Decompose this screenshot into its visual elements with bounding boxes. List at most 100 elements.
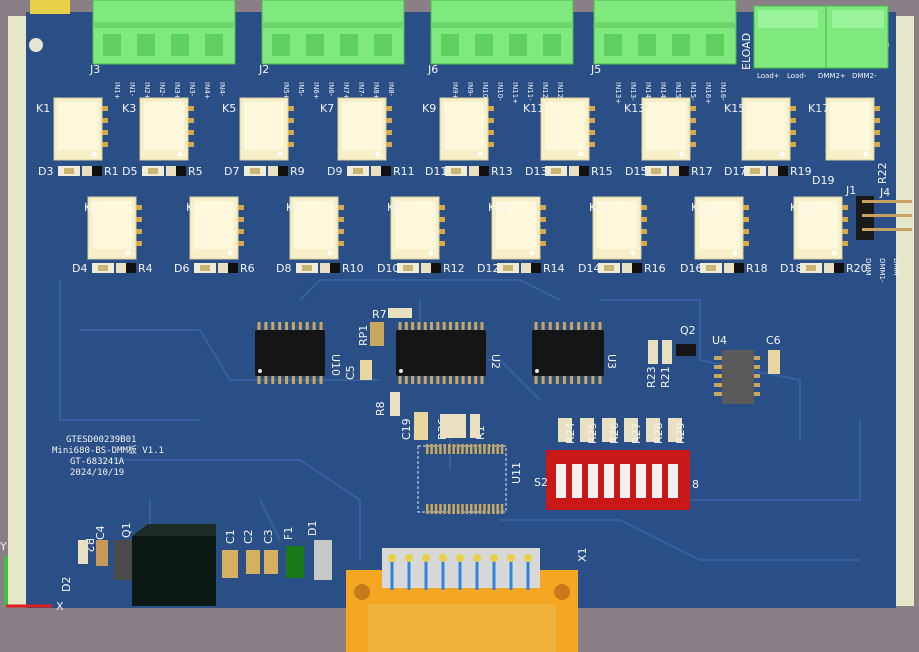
relay-k14[interactable]: K14: [691, 196, 749, 260]
resistor-body[interactable]: [381, 166, 391, 176]
resistor-body[interactable]: [126, 263, 136, 273]
ic-u3[interactable]: U3: [532, 322, 618, 384]
relay-k5[interactable]: K5: [222, 97, 294, 161]
dip-toggle[interactable]: [588, 464, 598, 498]
terminal-block-j5[interactable]: J5IN13+IN13-IN14+IN14-IN15+IN15-IN16+IN1…: [590, 0, 737, 104]
relay-k16[interactable]: K16: [790, 196, 848, 260]
resistor-body[interactable]: [579, 166, 589, 176]
inductor-body[interactable]: [132, 536, 216, 606]
c4-body[interactable]: [96, 540, 108, 566]
r8-body[interactable]: [390, 392, 400, 416]
relay-k11[interactable]: K11: [523, 97, 595, 161]
relay-k4[interactable]: K4: [186, 196, 244, 260]
relay-k10[interactable]: K10: [488, 196, 546, 260]
resistor-body[interactable]: [479, 166, 489, 176]
d1-body[interactable]: [314, 540, 332, 580]
c5-body[interactable]: [360, 360, 372, 380]
relay-k8[interactable]: K8: [387, 196, 445, 260]
relay-k2[interactable]: K2: [84, 196, 142, 260]
ic-u10[interactable]: U10: [255, 322, 342, 384]
relay-k1[interactable]: K1: [36, 97, 108, 161]
ic-body[interactable]: [722, 350, 754, 404]
dip-toggle[interactable]: [556, 464, 566, 498]
dip-toggle[interactable]: [620, 464, 630, 498]
relay-k17[interactable]: K17: [808, 97, 880, 161]
dip-toggle[interactable]: [636, 464, 646, 498]
ic-body[interactable]: [532, 330, 604, 376]
resistor-body[interactable]: [431, 263, 441, 273]
dip-toggle[interactable]: [652, 464, 662, 498]
rp1-body[interactable]: [370, 322, 384, 346]
dip-toggle[interactable]: [604, 464, 614, 498]
r36-body[interactable]: [440, 414, 466, 438]
r1b-body[interactable]: [470, 414, 480, 438]
pin-header-j1[interactable]: [856, 196, 912, 240]
relay-k9[interactable]: K9: [422, 97, 494, 161]
f1-body[interactable]: [286, 546, 304, 578]
c19-body[interactable]: [414, 412, 428, 440]
ic-u11[interactable]: U11: [417, 444, 523, 514]
dip-body[interactable]: [546, 450, 690, 510]
r23-body[interactable]: [648, 340, 658, 364]
c2-body[interactable]: [246, 550, 260, 574]
relay-k7[interactable]: K7: [320, 97, 392, 161]
resistor-body[interactable]: [176, 166, 186, 176]
dip-toggle[interactable]: [668, 464, 678, 498]
resistor-bank-body[interactable]: [580, 418, 594, 442]
resistor-body[interactable]: [834, 263, 844, 273]
resistor-body[interactable]: [228, 263, 238, 273]
q2-body[interactable]: [676, 344, 696, 356]
c1-body[interactable]: [222, 550, 238, 578]
relay-k6[interactable]: K6: [286, 196, 344, 260]
resistor-body[interactable]: [330, 263, 340, 273]
r2-body[interactable]: [78, 540, 88, 564]
resistor-body[interactable]: [679, 166, 689, 176]
r21-body[interactable]: [662, 340, 672, 364]
resistor-body[interactable]: [278, 166, 288, 176]
resistor-body[interactable]: [632, 263, 642, 273]
relay-k13[interactable]: K13: [624, 97, 696, 161]
relay-k12[interactable]: K12: [589, 196, 647, 260]
resistor-bank-body[interactable]: [624, 418, 638, 442]
c3-body[interactable]: [264, 550, 278, 574]
ic-u2[interactable]: U2: [396, 322, 502, 384]
resistor-body[interactable]: [92, 166, 102, 176]
ic-body[interactable]: [396, 330, 486, 376]
resistor-bank-body[interactable]: [558, 418, 572, 442]
resistor-bank-body[interactable]: [646, 418, 660, 442]
relay-k15[interactable]: K15: [724, 97, 796, 161]
resistor-body[interactable]: [531, 263, 541, 273]
ic-body[interactable]: [255, 330, 325, 376]
resistor-body[interactable]: [778, 166, 788, 176]
connector-x1[interactable]: X1: [346, 547, 589, 652]
c6-body[interactable]: [768, 350, 780, 374]
resistor-bank-body[interactable]: [668, 418, 682, 442]
resistor-body[interactable]: [734, 263, 744, 273]
relay-k3[interactable]: K3: [122, 97, 194, 161]
r7-body[interactable]: [388, 308, 412, 318]
ic-u4[interactable]: U4: [712, 334, 760, 404]
resistor-bank-body[interactable]: [602, 418, 616, 442]
dip-toggle[interactable]: [572, 464, 582, 498]
